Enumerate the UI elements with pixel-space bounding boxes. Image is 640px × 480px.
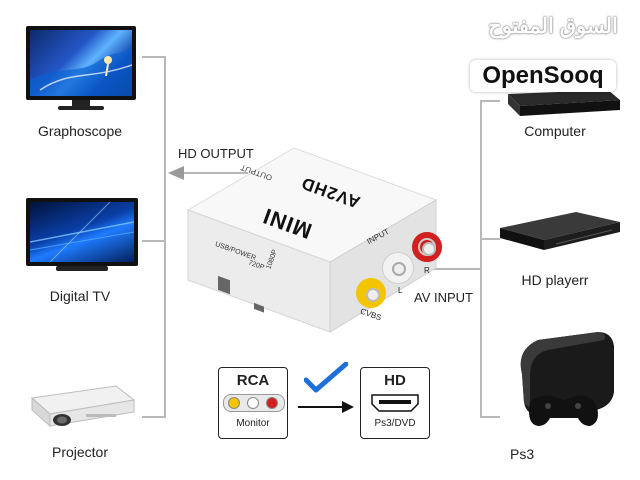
av2hd-converter <box>180 138 442 338</box>
hd-output-label: HD OUTPUT <box>178 146 254 161</box>
av-input-line <box>432 268 482 270</box>
watermark-arabic: السوق المفتوح <box>488 15 618 38</box>
checkmark-icon <box>304 362 348 393</box>
digital-tv-base <box>56 266 108 271</box>
graphoscope-screen <box>26 26 136 100</box>
rca-title: RCA <box>236 372 270 389</box>
digital-tv-label: Digital TV <box>49 288 111 304</box>
left-connector-middle <box>142 240 166 242</box>
ps3-label: Ps3 <box>510 446 535 462</box>
hd-ps3-dvd-box: HD Ps3/DVD <box>360 367 430 439</box>
graphoscope-base <box>58 106 104 110</box>
rca-jack-yellow <box>356 278 386 308</box>
hd-output-arrow-icon <box>168 166 184 180</box>
hd-player-label: HD playerr <box>521 272 589 288</box>
rca-jack-white <box>382 252 414 284</box>
hd-title: HD <box>384 372 406 389</box>
jack-label-l: L <box>398 286 403 295</box>
rca-plug-red-icon <box>266 397 278 409</box>
left-connector-bottom <box>142 416 166 418</box>
hdmi-port-icon <box>371 394 419 412</box>
digital-tv-screen <box>26 198 138 266</box>
hd-player <box>496 206 624 254</box>
av-input-label: AV INPUT <box>414 290 473 305</box>
rca-plug-group <box>223 394 285 412</box>
computer <box>498 88 624 118</box>
computer-label: Computer <box>524 123 586 139</box>
ps3-console <box>508 330 620 440</box>
right-connector-top <box>480 100 500 102</box>
graphoscope-stand <box>72 100 90 106</box>
left-connector-top <box>142 56 166 58</box>
graphoscope-tv <box>22 26 140 112</box>
right-connector-middle <box>480 238 500 240</box>
rca-monitor-box: RCA Monitor <box>218 367 288 439</box>
rca-plug-white-icon <box>247 397 259 409</box>
right-connector-bottom <box>480 416 500 418</box>
projector <box>26 378 138 432</box>
projector-label: Projector <box>51 444 109 460</box>
jack-label-r: R <box>424 266 430 275</box>
rca-caption: Monitor <box>236 418 270 429</box>
left-bus-line <box>164 56 166 418</box>
rca-plug-yellow-icon <box>228 397 240 409</box>
hd-caption: Ps3/DVD <box>374 418 416 429</box>
rca-jack-red <box>412 232 442 262</box>
graphoscope-label: Graphoscope <box>37 123 123 139</box>
digital-tv <box>22 198 140 278</box>
watermark-brand: OpenSooq <box>470 60 616 92</box>
right-bus-line <box>480 100 482 418</box>
hd-output-line <box>182 172 248 174</box>
right-arrow-icon <box>298 401 354 413</box>
